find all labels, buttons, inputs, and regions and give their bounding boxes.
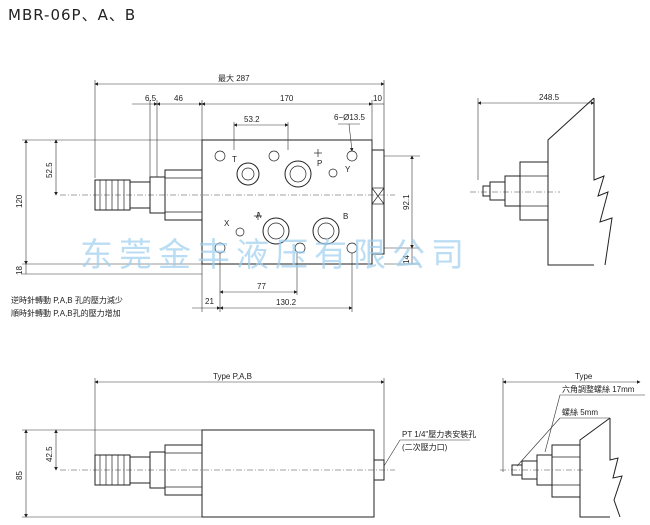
note-screw: 螺絲 5mm bbox=[562, 407, 598, 417]
note-ccw: 逆時針轉動 P,A,B 孔的壓力減少 bbox=[11, 295, 123, 305]
port-y bbox=[328, 168, 338, 178]
dim-21: 21 bbox=[205, 297, 214, 306]
note-hex: 六角調整螺絲 17mm bbox=[562, 384, 635, 394]
bottom-body bbox=[201, 429, 375, 518]
port-a bbox=[262, 217, 290, 245]
dim-42-5: 42.5 bbox=[45, 446, 54, 462]
watermark: 东莞金丰液压有限公司 bbox=[80, 235, 470, 274]
dim-120: 120 bbox=[15, 194, 24, 208]
side-hex bbox=[519, 161, 549, 221]
bolt-hole bbox=[268, 150, 280, 162]
dim-14: 14 bbox=[402, 255, 411, 264]
dim-85: 85 bbox=[15, 471, 24, 480]
dim-6-5: 6.5 bbox=[145, 94, 157, 103]
dim-52-5: 52.5 bbox=[45, 162, 54, 178]
bolt-hole bbox=[346, 150, 358, 162]
label-p: P bbox=[317, 159, 322, 168]
dim-max-length: 最大 287 bbox=[218, 73, 250, 83]
front-view: T P Y X A B 最大 287 6.5 46 170 10 53.2 6−… bbox=[15, 73, 420, 312]
dim-46: 46 bbox=[174, 94, 183, 103]
dim-type: Type bbox=[575, 372, 593, 381]
dim-holes: 6−Ø13.5 bbox=[334, 113, 365, 122]
dim-18: 18 bbox=[15, 266, 24, 275]
dim-130-2: 130.2 bbox=[276, 298, 297, 307]
dim-170: 170 bbox=[280, 94, 294, 103]
label-t: T bbox=[232, 155, 237, 164]
knob bbox=[94, 179, 131, 211]
dim-10: 10 bbox=[373, 94, 382, 103]
dim-53-2: 53.2 bbox=[244, 115, 260, 124]
bolt-hole bbox=[214, 150, 226, 162]
port-x bbox=[235, 227, 245, 237]
port-t bbox=[236, 162, 260, 186]
page-title: MBR-06P、A、B bbox=[8, 6, 137, 24]
port-b bbox=[312, 217, 340, 245]
label-b: B bbox=[343, 212, 348, 221]
note-cw: 順時針轉動 P,A,B孔的壓力增加 bbox=[11, 308, 121, 318]
bottom-front-view: Type P,A,B 85 42.5 PT 1/4"壓力表安裝孔 (二次壓力口) bbox=[15, 372, 476, 518]
dim-92-1: 92.1 bbox=[402, 194, 411, 210]
label-y: Y bbox=[345, 165, 351, 174]
label-a: A bbox=[256, 211, 262, 220]
dim-type-pab: Type P,A,B bbox=[213, 372, 252, 381]
bottom-side-view: Type 六角調整螺絲 17mm 螺絲 5mm bbox=[500, 372, 645, 518]
dim-77: 77 bbox=[257, 282, 266, 291]
port-p bbox=[284, 160, 312, 188]
side-view: 248.5 bbox=[470, 93, 613, 266]
label-x: X bbox=[224, 219, 230, 228]
dim-248-5: 248.5 bbox=[539, 93, 560, 102]
note-gauge-port-sub: (二次壓力口) bbox=[402, 442, 448, 452]
note-gauge-port: PT 1/4"壓力表安裝孔 bbox=[402, 429, 476, 439]
bolt-hole bbox=[294, 242, 306, 254]
